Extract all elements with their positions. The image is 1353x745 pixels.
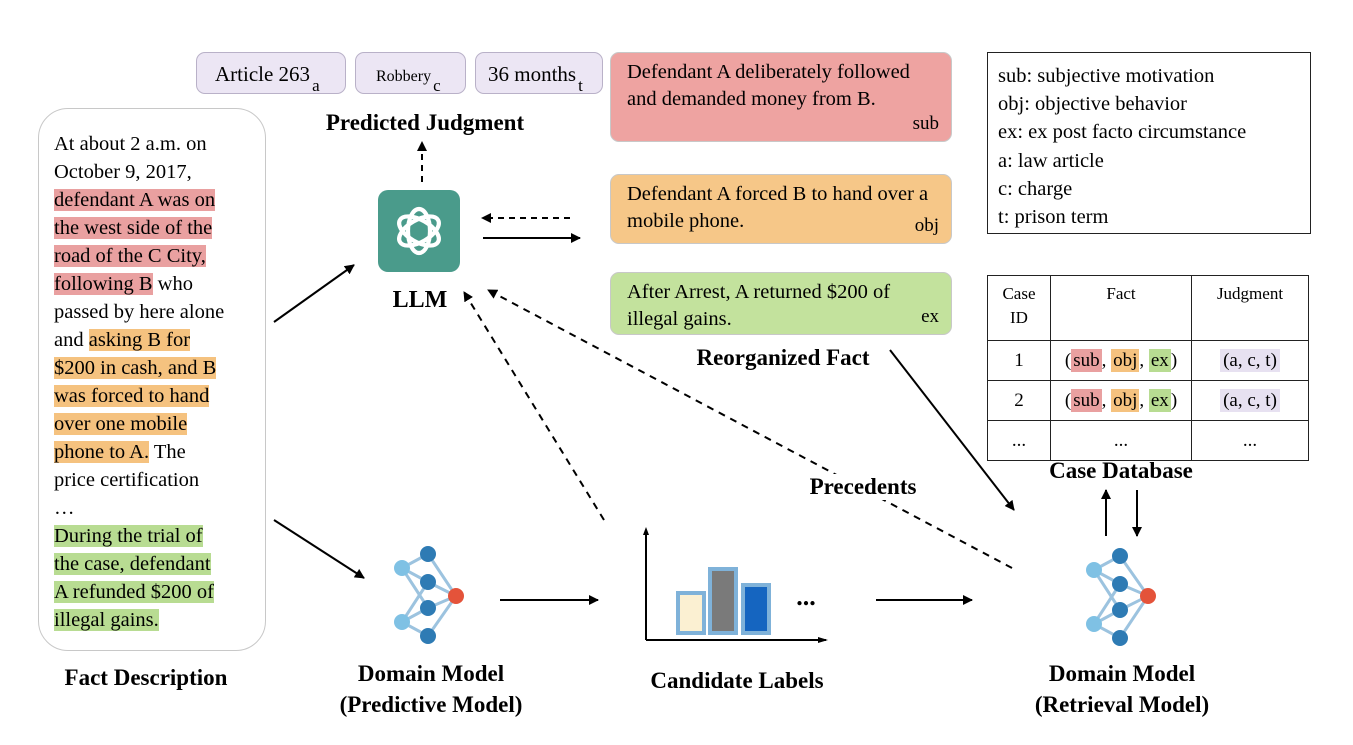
header-case-id: Case ID	[987, 275, 1051, 341]
legend-item: ex: ex post facto circumstance	[998, 121, 1247, 144]
judgment-cell: ...	[1191, 420, 1309, 461]
expost-tag: ex	[921, 306, 939, 327]
subjective-tag: sub	[912, 113, 939, 134]
legend-box: sub: subjective motivation obj: objectiv…	[987, 52, 1311, 234]
fact-line-objective: asking B for	[88, 329, 191, 351]
obj-pill: obj	[1111, 348, 1140, 372]
fact-to-retrieval-arrow	[889, 349, 1015, 511]
table-row: 1 (sub, obj, ex) (a, c, t)	[987, 340, 1309, 381]
fact-line-subjective: following B	[54, 273, 153, 295]
fact-line: and	[54, 329, 89, 351]
fact-line: price certification	[54, 469, 200, 491]
objective-fact-text: Defendant A forced B to hand over a mobi…	[627, 183, 929, 232]
case-id-cell: 2	[987, 380, 1051, 421]
fact-line: passed by here alone	[54, 301, 225, 323]
openai-logo-icon	[378, 190, 460, 272]
subjective-fact-box: Defendant A deliberately followed and de…	[610, 52, 952, 142]
precedents-label: Precedents	[800, 474, 926, 500]
table-row: 2 (sub, obj, ex) (a, c, t)	[987, 380, 1309, 421]
bar-chart-icon	[643, 527, 828, 643]
case-id-cell: ...	[987, 420, 1051, 461]
fact-line-expost: A refunded $200 of	[54, 581, 214, 603]
precedents-to-llm-arrow	[487, 289, 1013, 569]
ex-pill: ex	[1148, 348, 1171, 372]
fact-line-subjective: defendant A was on	[54, 189, 216, 211]
sub-pill: sub	[1071, 348, 1102, 372]
fact-line-expost: illegal gains.	[54, 609, 159, 631]
legend-item: a: law article	[998, 149, 1104, 172]
retrieval-model-label: Domain Model (Retrieval Model)	[1014, 658, 1230, 720]
candidate-ellipsis: ...	[796, 582, 816, 611]
predictive-model-label: Domain Model (Predictive Model)	[320, 658, 542, 720]
table-row: ... ... ...	[987, 420, 1309, 461]
fact-line-subjective: the west side of the	[54, 217, 213, 239]
judgment-cell: (a, c, t)	[1191, 340, 1309, 381]
predictive-model-subtitle: (Predictive Model)	[339, 692, 523, 717]
charge-sub: c	[433, 76, 441, 96]
fact-line: who	[152, 273, 193, 295]
subjective-fact-text: Defendant A deliberately followed and de…	[627, 61, 910, 110]
legend-item: obj: objective behavior	[998, 93, 1187, 116]
judgment-cell: (a, c, t)	[1191, 380, 1309, 421]
legend-item: sub: subjective motivation	[998, 65, 1215, 87]
fact-line-objective: over one mobile	[54, 413, 188, 435]
expost-fact-box: After Arrest, A returned $200 of illegal…	[610, 272, 952, 335]
neural-network-icon	[1086, 548, 1156, 646]
obj-pill: obj	[1111, 388, 1140, 412]
fact-line: At about 2 a.m. on	[54, 133, 207, 155]
objective-fact-box: Defendant A forced B to hand over a mobi…	[610, 174, 952, 244]
expost-fact-text: After Arrest, A returned $200 of illegal…	[627, 281, 891, 330]
fact-line: October 9, 2017,	[54, 161, 192, 183]
fact-description-text: At about 2 a.m. on October 9, 2017, defe…	[54, 130, 254, 634]
article-sub: a	[312, 76, 320, 96]
fact-cell: ...	[1050, 420, 1192, 461]
case-database-table: Case ID Fact Judgment 1 (sub, obj, ex) (…	[987, 275, 1309, 461]
header-judgment: Judgment	[1191, 275, 1309, 341]
fact-cell: (sub, obj, ex)	[1050, 340, 1192, 381]
description-to-llm-arrow	[273, 264, 355, 323]
judgment-pill: (a, c, t)	[1220, 348, 1280, 372]
reorganized-fact-label: Reorganized Fact	[696, 345, 870, 370]
fact-line-subjective: road of the C City,	[54, 245, 206, 267]
fact-cell: (sub, obj, ex)	[1050, 380, 1192, 421]
fact-line-expost: During the trial of	[54, 525, 203, 547]
judgment-pill: (a, c, t)	[1220, 388, 1280, 412]
fact-line-objective: was forced to hand	[54, 385, 210, 407]
fact-line-objective: phone to A.	[54, 441, 150, 463]
case-database-label: Case Database	[1049, 458, 1193, 483]
predictive-model-title: Domain Model	[357, 661, 505, 686]
term-text: 36 months	[488, 62, 577, 86]
fact-line: The	[149, 441, 186, 463]
header-fact: Fact	[1050, 275, 1192, 341]
retrieval-model-subtitle: (Retrieval Model)	[1034, 692, 1210, 717]
sub-pill: sub	[1071, 388, 1102, 412]
candidates-to-llm-arrow	[463, 291, 605, 521]
fact-description-box	[38, 108, 266, 651]
predicted-judgment-label: Predicted Judgment	[325, 110, 525, 135]
fact-line-expost: the case, defendant	[54, 553, 211, 575]
candidate-labels-label: Candidate Labels	[650, 668, 824, 693]
objective-tag: obj	[914, 215, 939, 236]
case-id-cell: 1	[987, 340, 1051, 381]
neural-network-icon	[394, 546, 464, 644]
legend-item: c: charge	[998, 177, 1073, 200]
llm-label: LLM	[392, 287, 448, 313]
retrieval-model-title: Domain Model	[1048, 661, 1196, 686]
fact-line: …	[54, 497, 75, 519]
ex-pill: ex	[1148, 388, 1171, 412]
article-text: Article 263	[215, 62, 311, 86]
charge-text: Robbery	[376, 68, 432, 85]
fact-description-label: Fact Description	[64, 665, 228, 690]
term-sub: t	[578, 76, 583, 96]
legend-item: t: prison term	[998, 206, 1109, 229]
fact-line-objective: $200 in cash, and B	[54, 357, 217, 379]
description-to-domain-arrow	[273, 519, 365, 579]
